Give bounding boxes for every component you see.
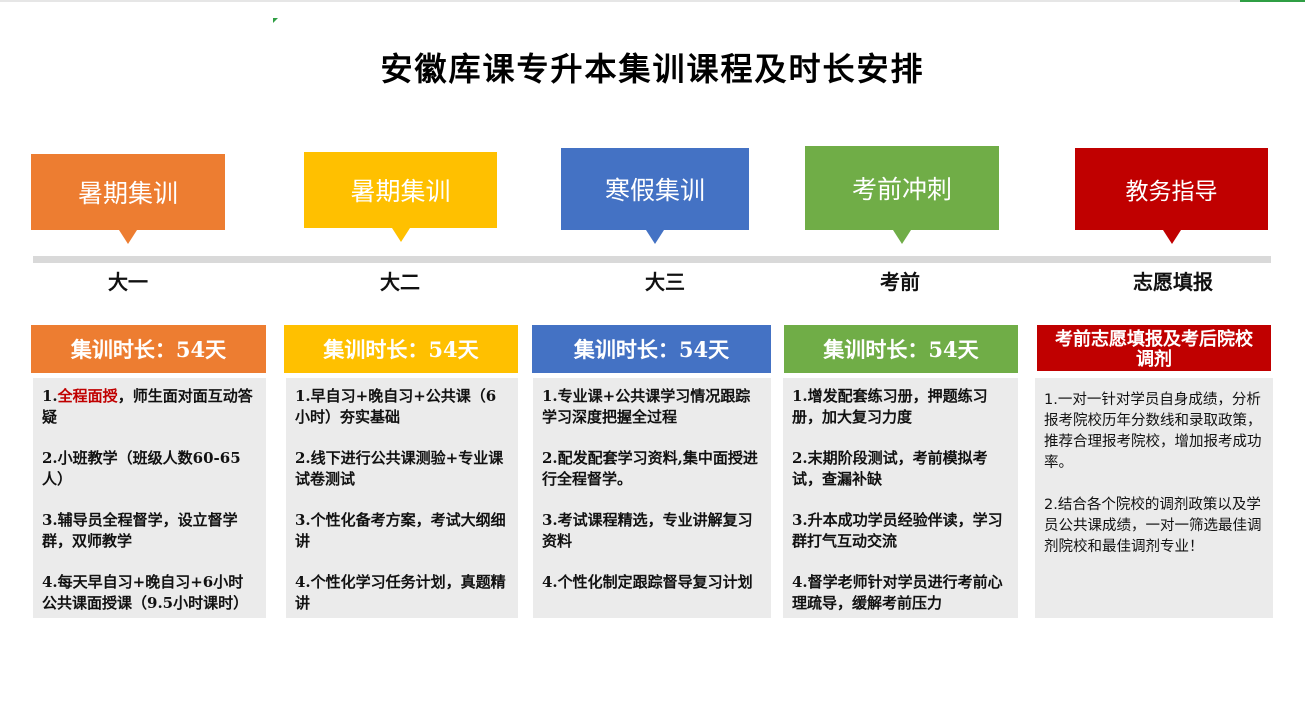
detail-item: 1.一对一针对学员自身成绩，分析报考院校历年分数线和录取政策，推荐合理报考院校，…: [1044, 392, 1262, 471]
detail-item: 1.早自习+晚自习+公共课（6小时）夯实基础: [295, 387, 497, 426]
year-label-4: 考前: [880, 270, 920, 294]
detail-item: 1.全程面授，师生面对面互动答疑: [42, 387, 253, 426]
phase-5-banner: 教务指导: [1075, 148, 1268, 244]
detail-item: 4.个性化学习任务计划，真题精讲: [295, 573, 506, 612]
detail-card-4: 1.增发配套练习册，押题练习册，加大复习力度 2.末期阶段测试，考前模拟考试，查…: [783, 378, 1018, 618]
phase-2-pointer: [391, 228, 410, 242]
detail-item: 4.个性化制定跟踪督导复习计划: [542, 573, 753, 591]
detail-item: 3.升本成功学员经验伴读，学习群打气互动交流: [792, 511, 1003, 550]
detail-item: 1.专业课+公共课学习情况跟踪学习深度把握全过程: [542, 387, 751, 426]
phase-1-banner: 暑期集训: [31, 154, 225, 244]
duration-text-3: 集训时长：54天: [573, 337, 730, 362]
phase-3-banner: 寒假集训: [561, 148, 749, 244]
duration-text-4: 集训时长：54天: [823, 337, 979, 362]
page-title: 安徽库课专升本集训课程及时长安排: [380, 50, 925, 88]
detail-item: 2.配发配套学习资料,集中面授进行全程督学。: [542, 449, 758, 488]
timeline-bar: [33, 256, 1271, 263]
top-border-accent: [1240, 0, 1305, 2]
year-label-5: 志愿填报: [1133, 270, 1213, 294]
detail-item: 3.个性化备考方案，考试大纲细讲: [295, 511, 506, 550]
duration-bar-4: 集训时长：54天: [784, 325, 1018, 373]
detail-item: 2.线下进行公共课测验+专业课试卷测试: [295, 449, 504, 488]
duration-text-2: 集训时长：54天: [323, 337, 479, 362]
detail-item: 1.增发配套练习册，押题练习册，加大复习力度: [792, 387, 988, 426]
corner-mark: [273, 18, 278, 23]
phase-3-pointer: [646, 230, 664, 244]
year-label-3: 大三: [645, 270, 685, 294]
phase-4-pointer: [893, 230, 911, 244]
duration-bar-3: 集训时长：54天: [532, 325, 771, 373]
detail-item: 3.辅导员全程督学，设立督学群，双师教学: [42, 511, 238, 550]
duration-text-5: 考前志愿填报及考后院校调剂: [1055, 329, 1253, 370]
detail-item: 4.督学老师针对学员进行考前心理疏导，缓解考前压力: [792, 573, 1003, 612]
phase-5-pointer: [1162, 230, 1181, 244]
detail-card-5: 1.一对一针对学员自身成绩，分析报考院校历年分数线和录取政策，推荐合理报考院校，…: [1035, 378, 1273, 618]
year-label-1: 大一: [108, 270, 148, 294]
detail-card-3: 1.专业课+公共课学习情况跟踪学习深度把握全过程 2.配发配套学习资料,集中面授…: [533, 378, 771, 618]
duration-bar-2: 集训时长：54天: [284, 325, 518, 373]
phase-5-label: 教务指导: [1125, 179, 1218, 205]
phase-4-banner: 考前冲刺: [805, 146, 999, 244]
duration-bar-1: 集训时长：54天: [31, 325, 266, 373]
detail-card-1: 1.全程面授，师生面对面互动答疑 2.小班教学（班级人数60-65人） 3.辅导…: [33, 378, 266, 618]
highlight-text: 全程面授: [57, 387, 118, 405]
detail-item: 4.每天早自习+晚自习+6小时公共课面授课（9.5小时课时）: [42, 573, 249, 612]
duration-text-1: 集训时长：54天: [70, 337, 227, 362]
detail-item: 2.小班教学（班级人数60-65人）: [42, 449, 241, 488]
detail-card-2: 1.早自习+晚自习+公共课（6小时）夯实基础 2.线下进行公共课测验+专业课试卷…: [286, 378, 518, 618]
year-label-2: 大二: [380, 270, 420, 294]
phase-3-label: 寒假集训: [604, 176, 705, 205]
phase-1-pointer: [119, 230, 137, 244]
phase-2-label: 暑期集训: [350, 177, 451, 206]
phase-4-label: 考前冲刺: [851, 175, 952, 204]
top-border: [0, 0, 1305, 2]
detail-item: 2.结合各个院校的调剂政策以及学员公共课成绩，一对一筛选最佳调剂院校和最佳调剂专…: [1044, 497, 1262, 555]
phase-1-label: 暑期集训: [77, 179, 178, 208]
detail-item: 2.末期阶段测试，考前模拟考试，查漏补缺: [792, 449, 988, 488]
phase-2-banner: 暑期集训: [304, 152, 497, 242]
duration-bar-5: 考前志愿填报及考后院校调剂: [1037, 325, 1271, 371]
detail-item: 3.考试课程精选，专业讲解复习资料: [542, 511, 753, 550]
